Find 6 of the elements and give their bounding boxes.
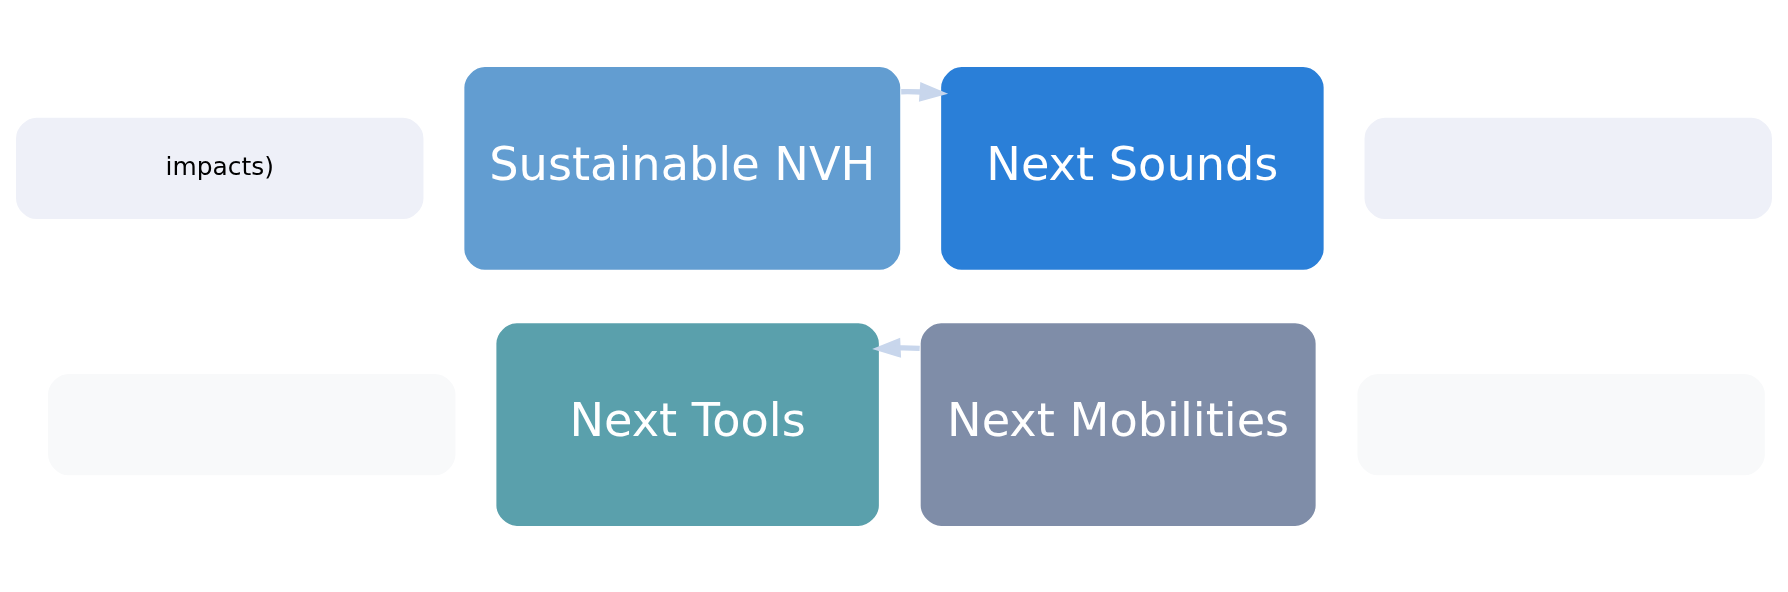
arrow <box>872 337 920 358</box>
node-box: Sustainable NVH <box>462 64 902 272</box>
node-box: Next Sounds <box>939 64 1326 272</box>
node-box: Next Mobilities <box>918 320 1318 528</box>
node-box: Next Tools <box>494 320 881 528</box>
arrow <box>901 81 949 102</box>
